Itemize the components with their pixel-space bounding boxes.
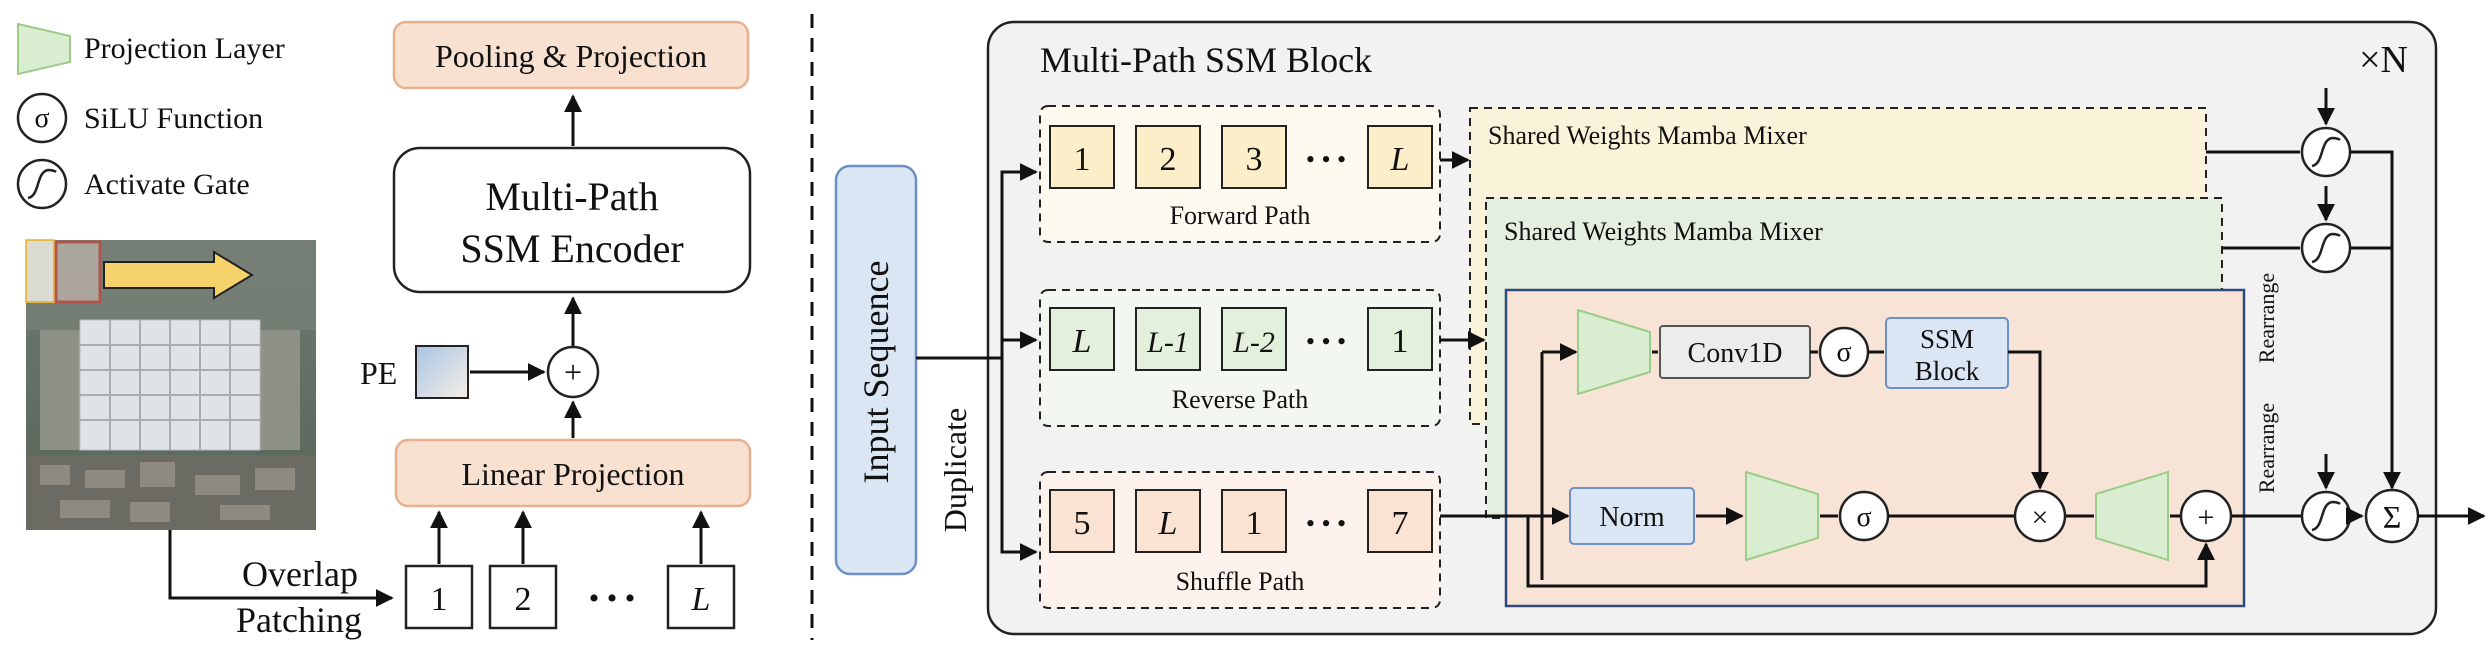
reverse-token-l-2 — [1221, 307, 1287, 371]
multiply-operator — [2013, 489, 2067, 543]
satellite-image — [25, 239, 316, 530]
reverse-token-l-2-label: L-2 — [1232, 326, 1275, 359]
norm-label: Norm — [1599, 502, 1665, 533]
shuffle-path-label: Shuffle Path — [1176, 567, 1305, 596]
silu-lower-symbol: σ — [1856, 502, 1871, 533]
patch-1-label: 1 — [431, 581, 448, 618]
shuffle-token-7 — [1367, 489, 1433, 553]
forward-token-2-label: 2 — [1160, 141, 1177, 178]
patch-l — [666, 564, 736, 630]
patch-1 — [404, 564, 474, 630]
shuffle-token-1-label: 1 — [1246, 505, 1263, 542]
legend-silu-label: SiLU Function — [84, 102, 263, 135]
gate-forward — [2300, 126, 2352, 178]
forward-path-label: Forward Path — [1170, 201, 1311, 230]
activate-gate-icon — [16, 158, 68, 210]
legend-projection-label: Projection Layer — [84, 32, 285, 65]
forward-token-3 — [1221, 125, 1287, 189]
mixer-forward-label: Shared Weights Mamba Mixer — [1488, 121, 1807, 150]
forward-token-3-label: 3 — [1246, 141, 1263, 178]
patching-label-text: Patching — [236, 600, 362, 640]
input-sequence-box — [834, 164, 918, 576]
gate-reverse — [2300, 222, 2352, 274]
shuffle-token-l-label: L — [1158, 505, 1178, 542]
residual-add — [2179, 489, 2233, 543]
shuffle-token-5-label: 5 — [1074, 505, 1091, 542]
shuffle-token-7-label: 7 — [1392, 505, 1409, 542]
reverse-token-l — [1049, 307, 1115, 371]
gate-shuffle — [2300, 490, 2352, 542]
repeat-label: ×N — [2359, 39, 2408, 81]
mixer-reverse-label: Shared Weights Mamba Mixer — [1504, 217, 1823, 246]
linear-projection-box — [394, 438, 752, 508]
encoder-label-line2: SSM Encoder — [460, 226, 683, 271]
scan-direction-arrow — [103, 250, 254, 300]
legend-gate-label: Activate Gate — [84, 168, 250, 201]
add-pe-operator — [546, 345, 600, 399]
reverse-token-1 — [1367, 307, 1433, 371]
silu-upper-symbol: σ — [1836, 337, 1851, 368]
ssm-label-line1: SSM — [1920, 324, 1974, 354]
norm-box — [1569, 487, 1695, 545]
reverse-token-l-label: L — [1072, 323, 1092, 360]
patch-dots: • • • — [589, 582, 636, 615]
forward-token-l-label: L — [1390, 141, 1410, 178]
shuffle-token-l — [1135, 489, 1201, 553]
multi-path-ssm-encoder — [392, 146, 752, 294]
shuffle-token-5 — [1049, 489, 1115, 553]
overlap-label: Overlap — [242, 554, 358, 594]
legend: Projection Layer σ SiLU Function Activat… — [16, 22, 285, 210]
shuffle-token-1 — [1221, 489, 1287, 553]
ssm-label-line2: Block — [1915, 356, 1980, 386]
projection-layer-lower — [1745, 470, 1819, 562]
residual-add-symbol: + — [2198, 501, 2215, 534]
input-sequence-label: Input Sequence — [856, 261, 896, 484]
multiply-symbol: × — [2032, 501, 2049, 534]
pooling-projection-label: Pooling & Projection — [435, 38, 707, 74]
conv1d-label: Conv1D — [1688, 338, 1783, 369]
reverse-token-l-1 — [1135, 307, 1201, 371]
reverse-token-1-label: 1 — [1392, 323, 1409, 360]
duplicate-label: Duplicate — [937, 408, 973, 532]
projection-layer-output — [2095, 470, 2169, 562]
rearrange-label-shuffle: Rearrange — [2254, 403, 2279, 493]
forward-token-1 — [1049, 125, 1115, 189]
forward-dots: • • • — [1306, 145, 1346, 174]
add-pe-symbol: + — [564, 354, 582, 390]
patch-2 — [488, 564, 558, 630]
block-title: Multi-Path SSM Block — [1040, 40, 1372, 80]
pooling-projection-box — [392, 20, 750, 90]
forward-token-l — [1367, 125, 1433, 189]
reverse-token-l-1-label: L-1 — [1146, 326, 1189, 359]
linear-projection-label: Linear Projection — [461, 456, 684, 492]
forward-token-1-label: 1 — [1074, 141, 1091, 178]
reverse-dots: • • • — [1306, 327, 1346, 356]
forward-token-2 — [1135, 125, 1201, 189]
projection-layer-upper — [1577, 308, 1651, 396]
projection-layer-icon — [17, 22, 71, 76]
silu-icon-symbol: σ — [34, 103, 49, 134]
rearrange-label-reverse: Rearrange — [2254, 273, 2279, 363]
shuffle-dots: • • • — [1306, 509, 1346, 538]
pe-embedding — [415, 345, 469, 399]
encoder-label-line1: Multi-Path — [485, 174, 658, 219]
silu-icon — [16, 92, 68, 144]
pe-label: PE — [360, 355, 397, 391]
patch-tokens: 1 2 • • • L — [404, 564, 736, 630]
reverse-path-label: Reverse Path — [1172, 385, 1308, 414]
sum-symbol: Σ — [2383, 499, 2402, 535]
patch-l-label: L — [691, 581, 711, 618]
patch-2-label: 2 — [515, 581, 532, 618]
